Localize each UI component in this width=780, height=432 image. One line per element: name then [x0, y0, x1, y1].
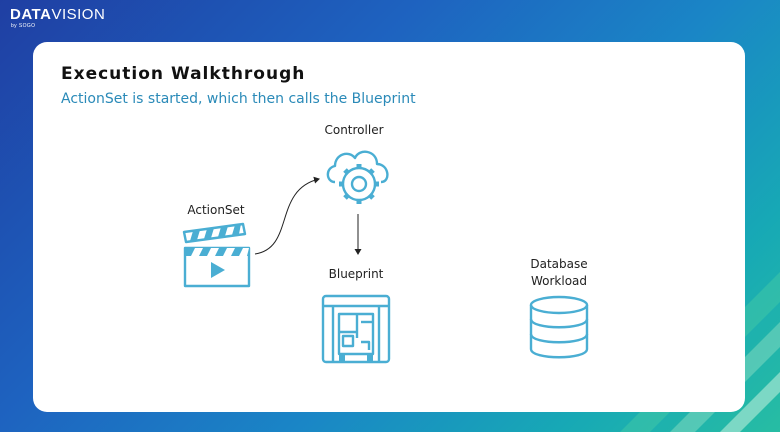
slide-card: Execution Walkthrough ActionSet is start…: [33, 42, 745, 412]
blueprint-icon: [321, 294, 391, 364]
controller-label: Controller: [324, 123, 384, 137]
actionset-label: ActionSet: [187, 203, 245, 217]
database-label-line1: Database: [530, 257, 588, 271]
arrow-actionset-to-controller: [254, 176, 320, 255]
logo-brand-bold: DATA: [10, 6, 52, 23]
logo-tagline: by SOGO: [11, 23, 36, 29]
logo-wordmark: DATAVISION: [10, 7, 105, 23]
clapperboard-icon: [182, 222, 251, 288]
database-label-line2: Workload: [530, 274, 588, 288]
cloud-gear-icon: [326, 150, 389, 204]
database-label: Database Workload: [511, 256, 607, 290]
database-icon: [529, 295, 589, 359]
diagram-connectors: [254, 176, 362, 255]
blueprint-label: Blueprint: [328, 267, 384, 281]
datavision-logo: DATAVISION by SOGO: [10, 7, 105, 30]
slide-subtitle: ActionSet is started, which then calls t…: [61, 91, 416, 107]
slide-title: Execution Walkthrough: [61, 64, 306, 84]
logo-brand-light: VISION: [51, 6, 106, 23]
